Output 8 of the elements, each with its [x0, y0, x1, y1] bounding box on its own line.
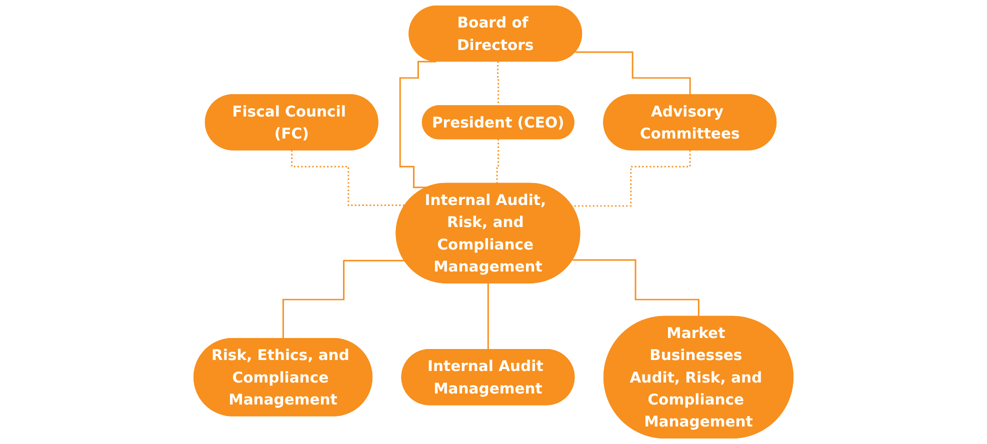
connector [282, 260, 405, 340]
connector [291, 150, 406, 206]
connector [575, 51, 691, 96]
connector [399, 60, 436, 188]
connector [487, 282, 490, 351]
connector [572, 150, 691, 207]
connector [572, 259, 700, 318]
connector [496, 138, 500, 184]
